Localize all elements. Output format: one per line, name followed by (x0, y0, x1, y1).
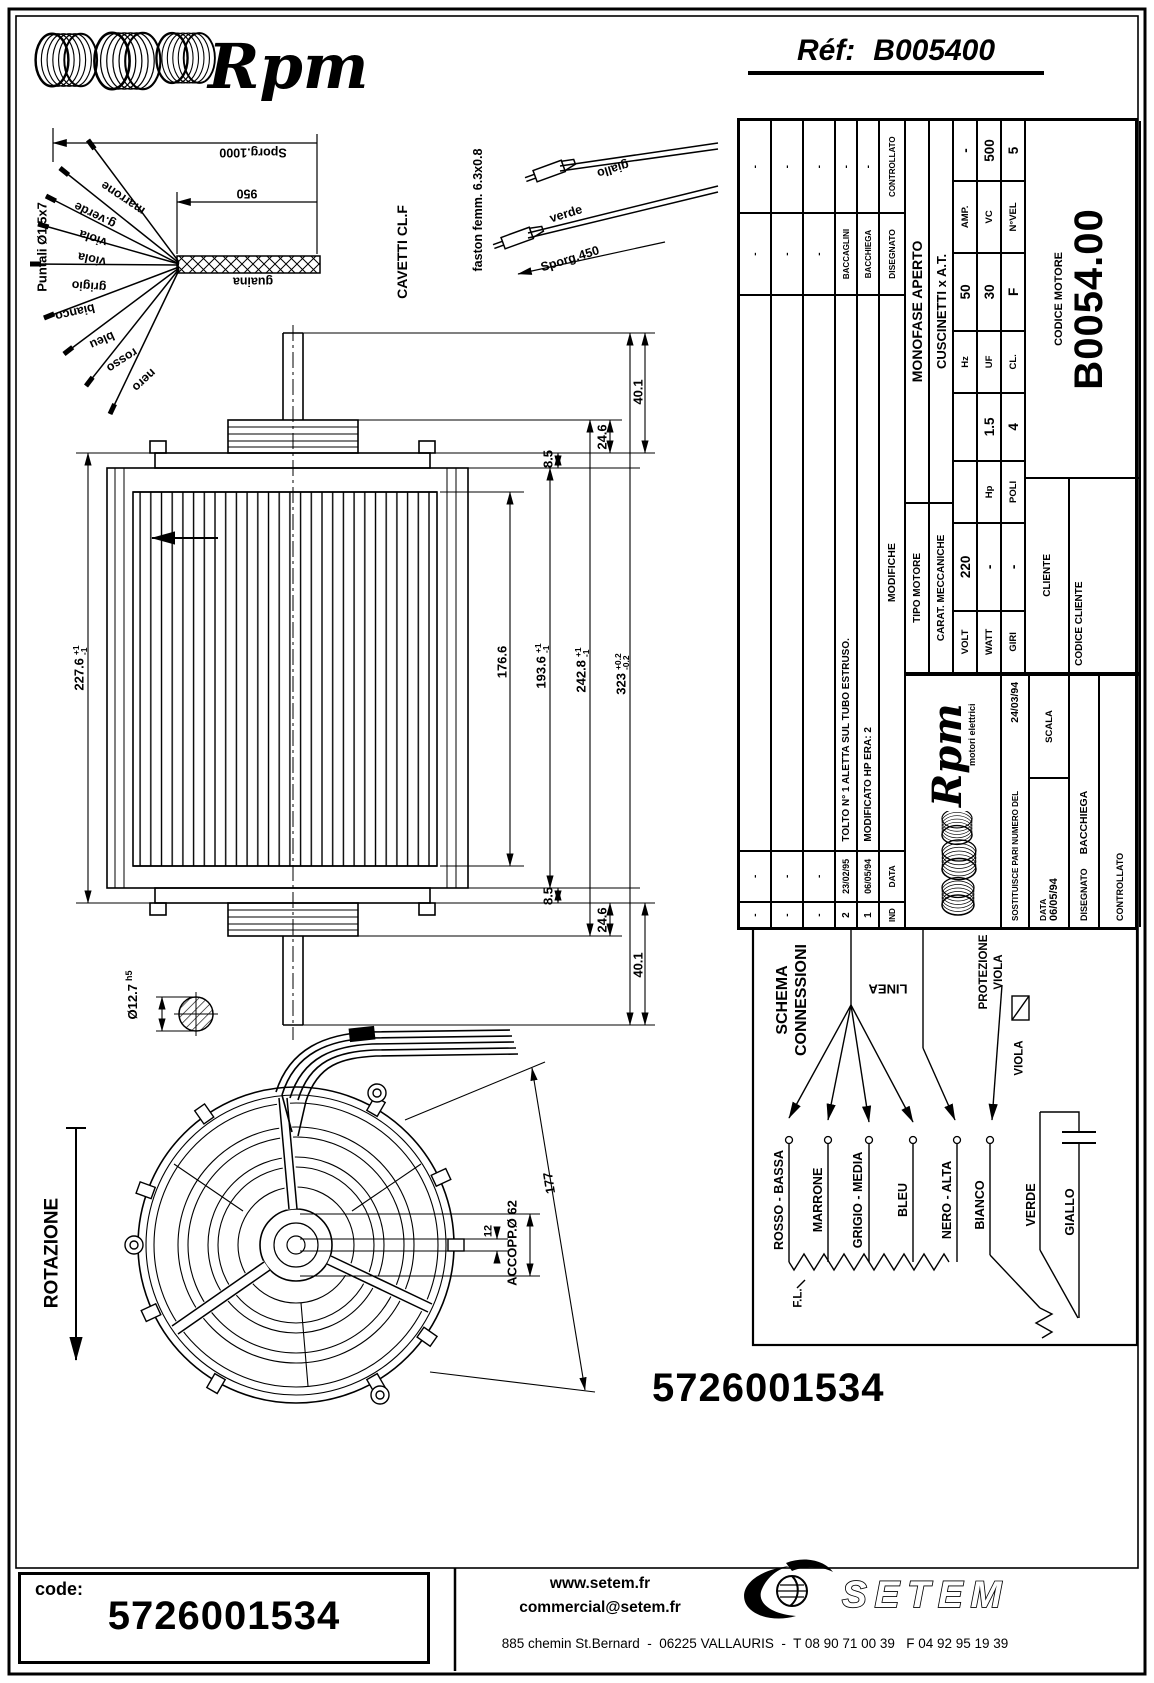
tipo-motore-row: TIPO MOTORE MONOFASE APERTO (906, 121, 930, 672)
codice-cliente-cell: CODICE CLIENTE (1070, 476, 1141, 672)
address: 885 chemin St.Bernard - 06225 VALLAURIS … (501, 1636, 1009, 1651)
ref-value: B005400 (873, 34, 996, 67)
schema-wire-label: BIANCO (972, 1180, 987, 1230)
dim-193-6: 193.6+1-1 (533, 643, 551, 689)
carat-row: CARAT. MECCANICHE CUSCINETTI x A.T. (930, 121, 954, 672)
schema-wire-label: NERO - ALTA (939, 1160, 954, 1240)
verde-label: VERDE (1023, 1183, 1038, 1227)
titleblock-logo: Rpm motori elettrici (906, 673, 1002, 927)
codice-motore-cell: CODICE MOTORE B0054.00 (1026, 121, 1141, 477)
schema-wire-label: MARRONE (810, 1167, 825, 1233)
spec-row: WATT - Hp 1.5 UF 30 VC 500 (978, 121, 1002, 672)
scala-cell: SCALA (1030, 673, 1070, 777)
wire-label: grigio (71, 278, 107, 295)
guaina-label: guaina (232, 274, 274, 289)
contact-block: www.setem.fr commercial@setem.fr (470, 1572, 730, 1620)
code-value: 5726001534 (107, 1594, 341, 1638)
table-row: 2 23/02/95 TOLTO N° 1 ALETTA SUL TUBO ES… (836, 121, 858, 927)
rotazione-label: ROTAZIONE (41, 1197, 63, 1309)
viola-label: VIOLA (1013, 1040, 1026, 1076)
titleblock-logo-text: Rpm (924, 703, 971, 807)
dim-24-6-bottom: 24.6 (594, 907, 610, 933)
giallo-label: GIALLO (1062, 1188, 1077, 1236)
website: www.setem.fr (549, 1575, 651, 1592)
dim-227-6: 227.6+1-1 (71, 645, 89, 691)
protezione-label: PROTEZIONE VIOLA (978, 934, 1005, 1010)
table-row: - - - - (772, 121, 804, 927)
controllato-row: CONTROLLATO (1100, 673, 1141, 927)
ref-number: Réf: B005400 (748, 34, 1044, 75)
part-number: 5726001534 (652, 1366, 885, 1410)
dim-242-8: 242.8+1-1 (573, 647, 591, 693)
dim-shaft-dia: Ø12.7h5 (124, 970, 140, 1020)
code-box: code: 5726001534 (18, 1572, 430, 1664)
title-block: - - - - - - - - - - - - 2 23/02/95 TOLTO… (737, 118, 1141, 930)
schema-title: SCHEMA CONNESSIONI (773, 943, 810, 1057)
dim-323: 323+0.2-0.2 (613, 653, 631, 695)
dim-40-1-bottom: 40.1 (630, 952, 646, 978)
table-row: 1 06/05/94 MODIFICATO HP ERA: 2 BACCHIEG… (858, 121, 880, 927)
linea-label: LINEA (868, 981, 908, 997)
cavetti-label: CAVETTI CL.F (394, 205, 410, 299)
disegnato-row: DISEGNATO BACCHIEGA (1070, 673, 1100, 927)
code-label: code: (35, 1579, 84, 1599)
dim-176-6: 176.6 (494, 645, 510, 679)
fl-label: F.L. (792, 1288, 805, 1308)
revision-table: - - - - - - - - - - - - 2 23/02/95 TOLTO… (740, 121, 906, 927)
dim-8-5-bottom: 8.5 (540, 886, 556, 906)
dim-950: 950 (236, 186, 258, 201)
dim-24-6-top: 24.6 (594, 424, 610, 450)
dim-177: 177 (539, 1171, 559, 1195)
puntali-label: Puntali Ø1.5x7 (34, 202, 50, 292)
dim-12: 12 (482, 1224, 495, 1238)
schema-wire-label: GRIGIO - MEDIA (850, 1151, 865, 1249)
rpm-logo-icon: Rpm (34, 30, 368, 103)
title-block-main: Rpm motori elettrici SOSTITUISCE PARI NU… (906, 121, 1141, 927)
table-row: - - - - (740, 121, 772, 927)
svg-text:Rpm: Rpm (206, 30, 368, 103)
schema-wire-label: ROSSO - BASSA (771, 1149, 786, 1251)
spec-row: GIRI - POLI 4 CL. F N°VEL 5 (1002, 121, 1026, 672)
dim-8-5-top: 8.5 (540, 449, 556, 469)
schema-wire-label: BLEU (895, 1182, 910, 1218)
data-row: DATA 06/05/94 (1030, 777, 1070, 927)
setem-logo-text: SETEM (842, 1574, 1009, 1615)
email: commercial@setem.fr (519, 1599, 681, 1617)
setem-logo-icon: SETEM (744, 1559, 1009, 1619)
table-header-row: IND DATA MODIFICHE DISEGNATO CONTROLLATO (880, 121, 906, 927)
dim-40-1-top: 40.1 (630, 379, 646, 405)
sostituisce-row: SOSTITUISCE PARI NUMERO DEL 24/03/94 (1002, 673, 1030, 927)
cliente-cell: CLIENTE (1026, 476, 1070, 672)
spec-row: VOLT 220 Hz 50 AMP. - (954, 121, 978, 672)
ref-label: Réf: (796, 34, 856, 67)
dim-sporg1000: Sporg.1000 (219, 145, 287, 160)
dim-accopp: ACCOPP.Ø 62 (504, 1200, 520, 1286)
table-row: - - - - (804, 121, 836, 927)
faston-label: faston femm. 6.3x0.8 (470, 148, 485, 272)
